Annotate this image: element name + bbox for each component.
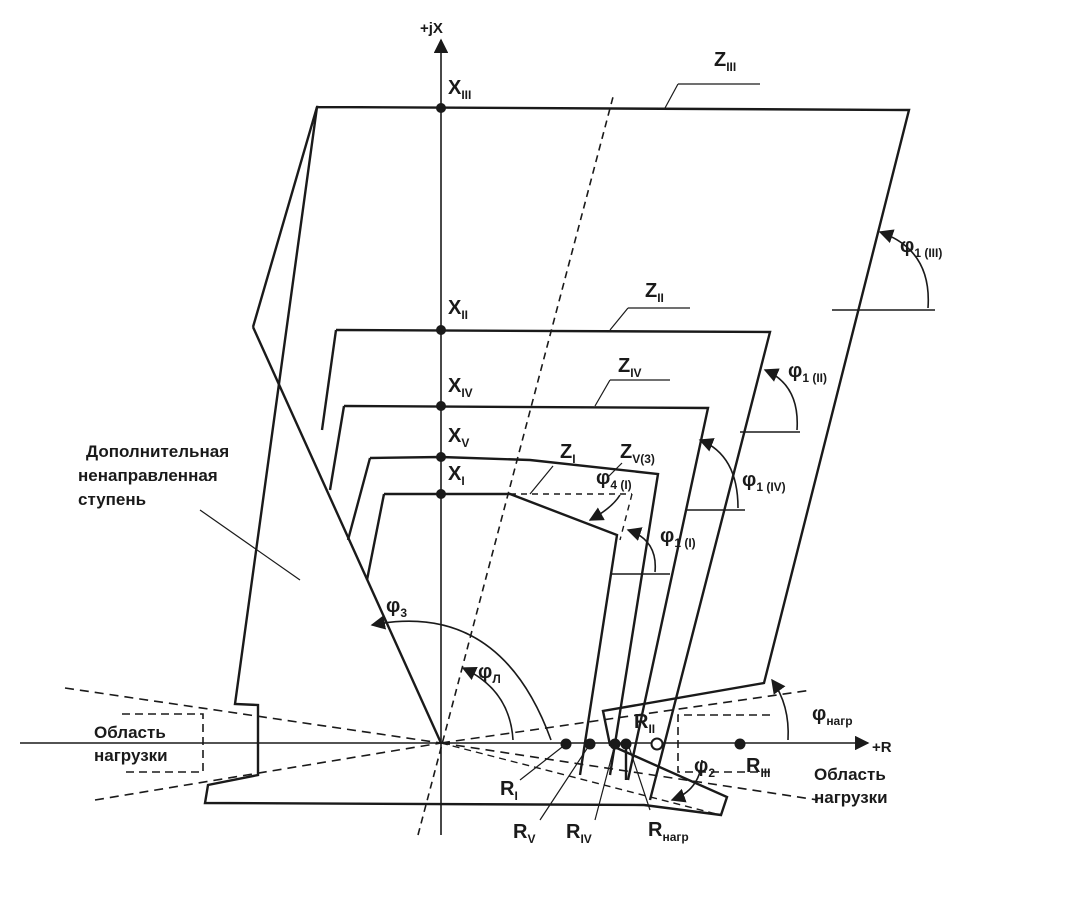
load-boundary-right-lower — [440, 742, 819, 801]
r4-point — [609, 738, 621, 750]
phi1-ii-label: φ1 (II) — [788, 360, 827, 385]
rload-label: Rнагр — [648, 819, 689, 844]
z1-leader — [529, 465, 554, 495]
r3-point — [734, 738, 746, 750]
r5-point — [584, 738, 596, 750]
r1-label: RI — [500, 778, 518, 803]
x2-point — [436, 325, 446, 335]
x4-point — [436, 401, 446, 411]
load-boundary-left-lower — [94, 742, 442, 801]
load-area-right-line2: нагрузки — [814, 788, 888, 807]
phi4-i-label: φ4 (I) — [596, 467, 632, 492]
z5-leader — [607, 462, 623, 478]
load-notch-right — [677, 714, 770, 773]
extra-stage-text-line3: ступень — [78, 490, 146, 509]
r2-label: RII — [634, 711, 655, 736]
z2-label: ZII — [645, 280, 664, 305]
r-axis-label: +R — [872, 739, 892, 756]
z3-label: ZIII — [714, 49, 736, 74]
phi3-label: φ3 — [386, 595, 407, 620]
line-angle-dashed — [417, 96, 614, 836]
r1-point — [560, 738, 572, 750]
r4-leader — [594, 743, 616, 821]
extra-stage-leader — [199, 509, 301, 581]
r4-label: RIV — [566, 821, 592, 846]
phi2-arc — [670, 759, 703, 803]
x1-label: XI — [448, 463, 465, 488]
x5-point — [436, 452, 446, 462]
phi1-iv-label: φ1 (IV) — [742, 469, 786, 494]
phi1-iv-arc — [698, 438, 739, 509]
zone-iii-left-edge — [251, 106, 319, 328]
jx-axis-label: +jX — [420, 20, 443, 37]
r5-leader — [539, 743, 591, 821]
x5-label: XV — [448, 425, 469, 450]
zone-ii-left-edge — [320, 329, 338, 431]
phi3-arc — [370, 615, 552, 741]
load-area-left-line2: нагрузки — [94, 746, 168, 765]
extra-stage-text-line2: ненаправленная — [78, 466, 218, 485]
x2-label: XII — [448, 297, 468, 322]
load-area-right-line1: Область — [814, 765, 886, 784]
phi-load-arc — [771, 678, 789, 741]
zone-iv-left-edge — [328, 405, 346, 491]
r5-label: RV — [513, 821, 535, 846]
x1-point — [436, 489, 446, 499]
rload-leader — [627, 743, 651, 811]
zone-v-left-edge — [346, 457, 372, 541]
zone-iii-polygon — [203, 105, 911, 817]
zone-v-polygon — [369, 455, 660, 776]
r2-point — [650, 737, 664, 751]
load-boundary-right-upper — [440, 689, 813, 744]
z2-leader — [609, 307, 629, 331]
zone-i-polygon — [384, 492, 619, 776]
phi1-iii-label: φ1 (III) — [900, 235, 942, 260]
phi1-i-arc — [626, 527, 657, 573]
z5-label: ZV(3) — [620, 441, 655, 466]
load-area-left-line1: Область — [94, 723, 166, 742]
phi-l-label: φЛ — [478, 661, 501, 686]
extra-stage-edge — [251, 326, 443, 744]
z1-label: ZI — [560, 441, 576, 466]
zone-i-left-edge — [365, 493, 386, 581]
phi1-iii-arc — [878, 229, 930, 309]
x3-label: XIII — [448, 77, 471, 102]
phi1-i-label: φ1 (I) — [660, 525, 696, 550]
r1-leader — [519, 743, 567, 781]
phi4-i-arc — [588, 494, 621, 521]
z4-label: ZIV — [618, 355, 642, 380]
rload-point — [620, 738, 632, 750]
load-boundary-left-upper — [64, 687, 442, 744]
z4-leader — [594, 379, 611, 407]
phi-l-arc — [461, 666, 514, 741]
x4-label: XIV — [448, 375, 473, 400]
phi-load-label: φнагр — [812, 703, 853, 728]
zone-ii-polygon — [335, 328, 772, 801]
phi2-label: φ2 — [694, 755, 715, 780]
r-i-dashed — [440, 742, 721, 816]
zone-iv-polygon — [343, 404, 710, 781]
z3-leader — [664, 83, 679, 109]
load-notch-left — [122, 713, 204, 773]
r3-label: RIII — [746, 755, 770, 780]
x3-point — [436, 103, 446, 113]
phi1-ii-arc — [763, 368, 798, 431]
extra-stage-text-line1: Дополнительная — [86, 442, 229, 461]
zone-i-dashed-right — [619, 493, 633, 541]
